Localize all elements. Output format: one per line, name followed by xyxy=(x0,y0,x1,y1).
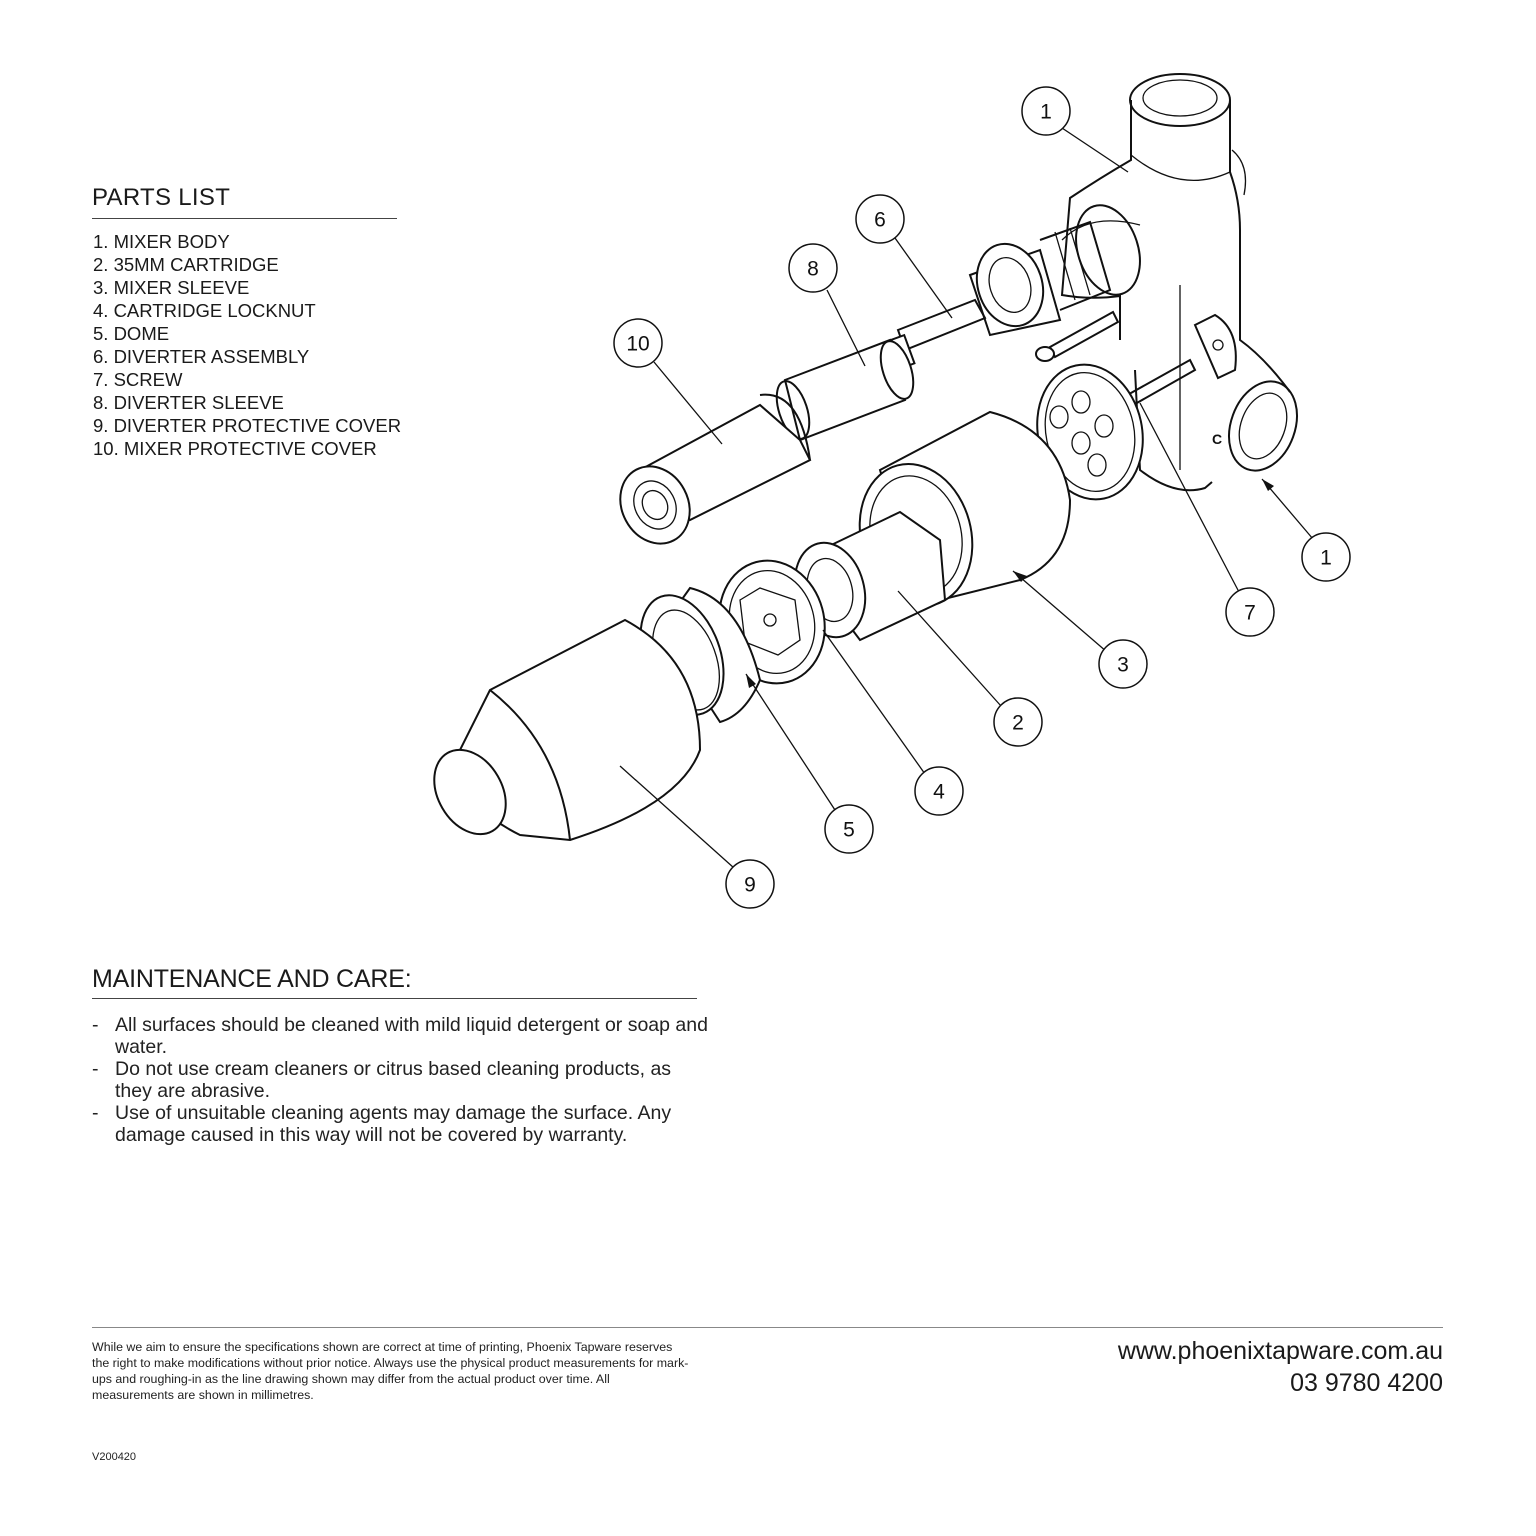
website-link[interactable]: www.phoenixtapware.com.au xyxy=(1117,1337,1443,1365)
callout-4: 4 xyxy=(914,766,964,816)
svg-text:1: 1 xyxy=(1320,547,1332,570)
diverter-sleeve-drawing xyxy=(775,338,915,442)
maintenance-item-text: Use of unsuitable cleaning agents may da… xyxy=(115,1102,672,1146)
footer-divider xyxy=(92,1327,1443,1328)
parts-list-item: 10. MIXER PROTECTIVE COVER xyxy=(93,438,377,459)
svg-text:7: 7 xyxy=(1244,602,1256,625)
parts-list-item: 8. DIVERTER SLEEVE xyxy=(93,392,284,413)
diverter-assembly-drawing xyxy=(882,204,1141,373)
maintenance-item: - Use of unsuitable cleaning agents may … xyxy=(92,1102,712,1146)
maintenance-divider xyxy=(92,998,697,999)
bullet-dash: - xyxy=(92,1102,99,1124)
parts-list-item: 5. DOME xyxy=(93,323,170,344)
svg-text:9: 9 xyxy=(744,874,756,897)
parts-list-item: 7. SCREW xyxy=(93,369,183,390)
parts-list-item: 6. DIVERTER ASSEMBLY xyxy=(93,346,310,367)
svg-text:8: 8 xyxy=(807,258,819,281)
parts-list-divider xyxy=(92,218,397,219)
parts-list: 1. MIXER BODY 2. 35MM CARTRIDGE 3. MIXER… xyxy=(93,230,401,460)
bullet-dash: - xyxy=(92,1058,99,1080)
phone-number: 03 9780 4200 xyxy=(1290,1369,1443,1397)
leader-lines xyxy=(619,127,1314,869)
bullet-dash: - xyxy=(92,1014,99,1036)
parts-list-item: 4. CARTRIDGE LOCKNUT xyxy=(93,300,316,321)
maintenance-item: - All surfaces should be cleaned with mi… xyxy=(92,1014,712,1058)
svg-text:3: 3 xyxy=(1117,654,1129,677)
parts-list-item: 1. MIXER BODY xyxy=(93,231,230,252)
parts-list-item: 2. 35MM CARTRIDGE xyxy=(93,254,279,275)
cartridge-drawing xyxy=(793,510,947,642)
callout-5: 5 xyxy=(824,804,874,854)
maintenance-item-text: Do not use cream cleaners or citrus base… xyxy=(115,1058,672,1102)
callout-1-top: 1 xyxy=(1021,86,1071,136)
svg-text:4: 4 xyxy=(933,781,945,804)
callout-9: 9 xyxy=(725,859,775,909)
callout-6: 6 xyxy=(855,194,905,244)
diverter-protective-cover-drawing xyxy=(433,618,702,842)
svg-text:5: 5 xyxy=(843,819,855,842)
maintenance-item: - Do not use cream cleaners or citrus ba… xyxy=(92,1058,712,1102)
mixer-protective-cover-drawing xyxy=(619,393,812,545)
parts-list-heading: PARTS LIST xyxy=(92,184,231,211)
svg-text:10: 10 xyxy=(626,333,649,356)
svg-text:2: 2 xyxy=(1012,712,1024,735)
parts-list-item: 3. MIXER SLEEVE xyxy=(93,277,250,298)
svg-text:6: 6 xyxy=(874,209,886,232)
maintenance-item-text: All surfaces should be cleaned with mild… xyxy=(115,1014,708,1058)
callout-10: 10 xyxy=(613,318,663,368)
parts-list-item: 9. DIVERTER PROTECTIVE COVER xyxy=(93,415,402,436)
maintenance-list: - All surfaces should be cleaned with mi… xyxy=(92,1014,712,1146)
version-code: V200420 xyxy=(92,1451,137,1463)
callout-1-side: 1 xyxy=(1301,532,1351,582)
callout-2: 2 xyxy=(993,697,1043,747)
disclaimer-text: While we aim to ensure the specification… xyxy=(92,1340,689,1402)
callout-7: 7 xyxy=(1225,587,1275,637)
mixer-body-drawing: C xyxy=(1060,73,1298,492)
maintenance-heading: MAINTENANCE AND CARE: xyxy=(92,965,412,993)
callout-3: 3 xyxy=(1098,639,1148,689)
callout-8: 8 xyxy=(788,243,838,293)
svg-text:1: 1 xyxy=(1040,101,1052,124)
body-mark-letter: C xyxy=(1212,431,1222,447)
